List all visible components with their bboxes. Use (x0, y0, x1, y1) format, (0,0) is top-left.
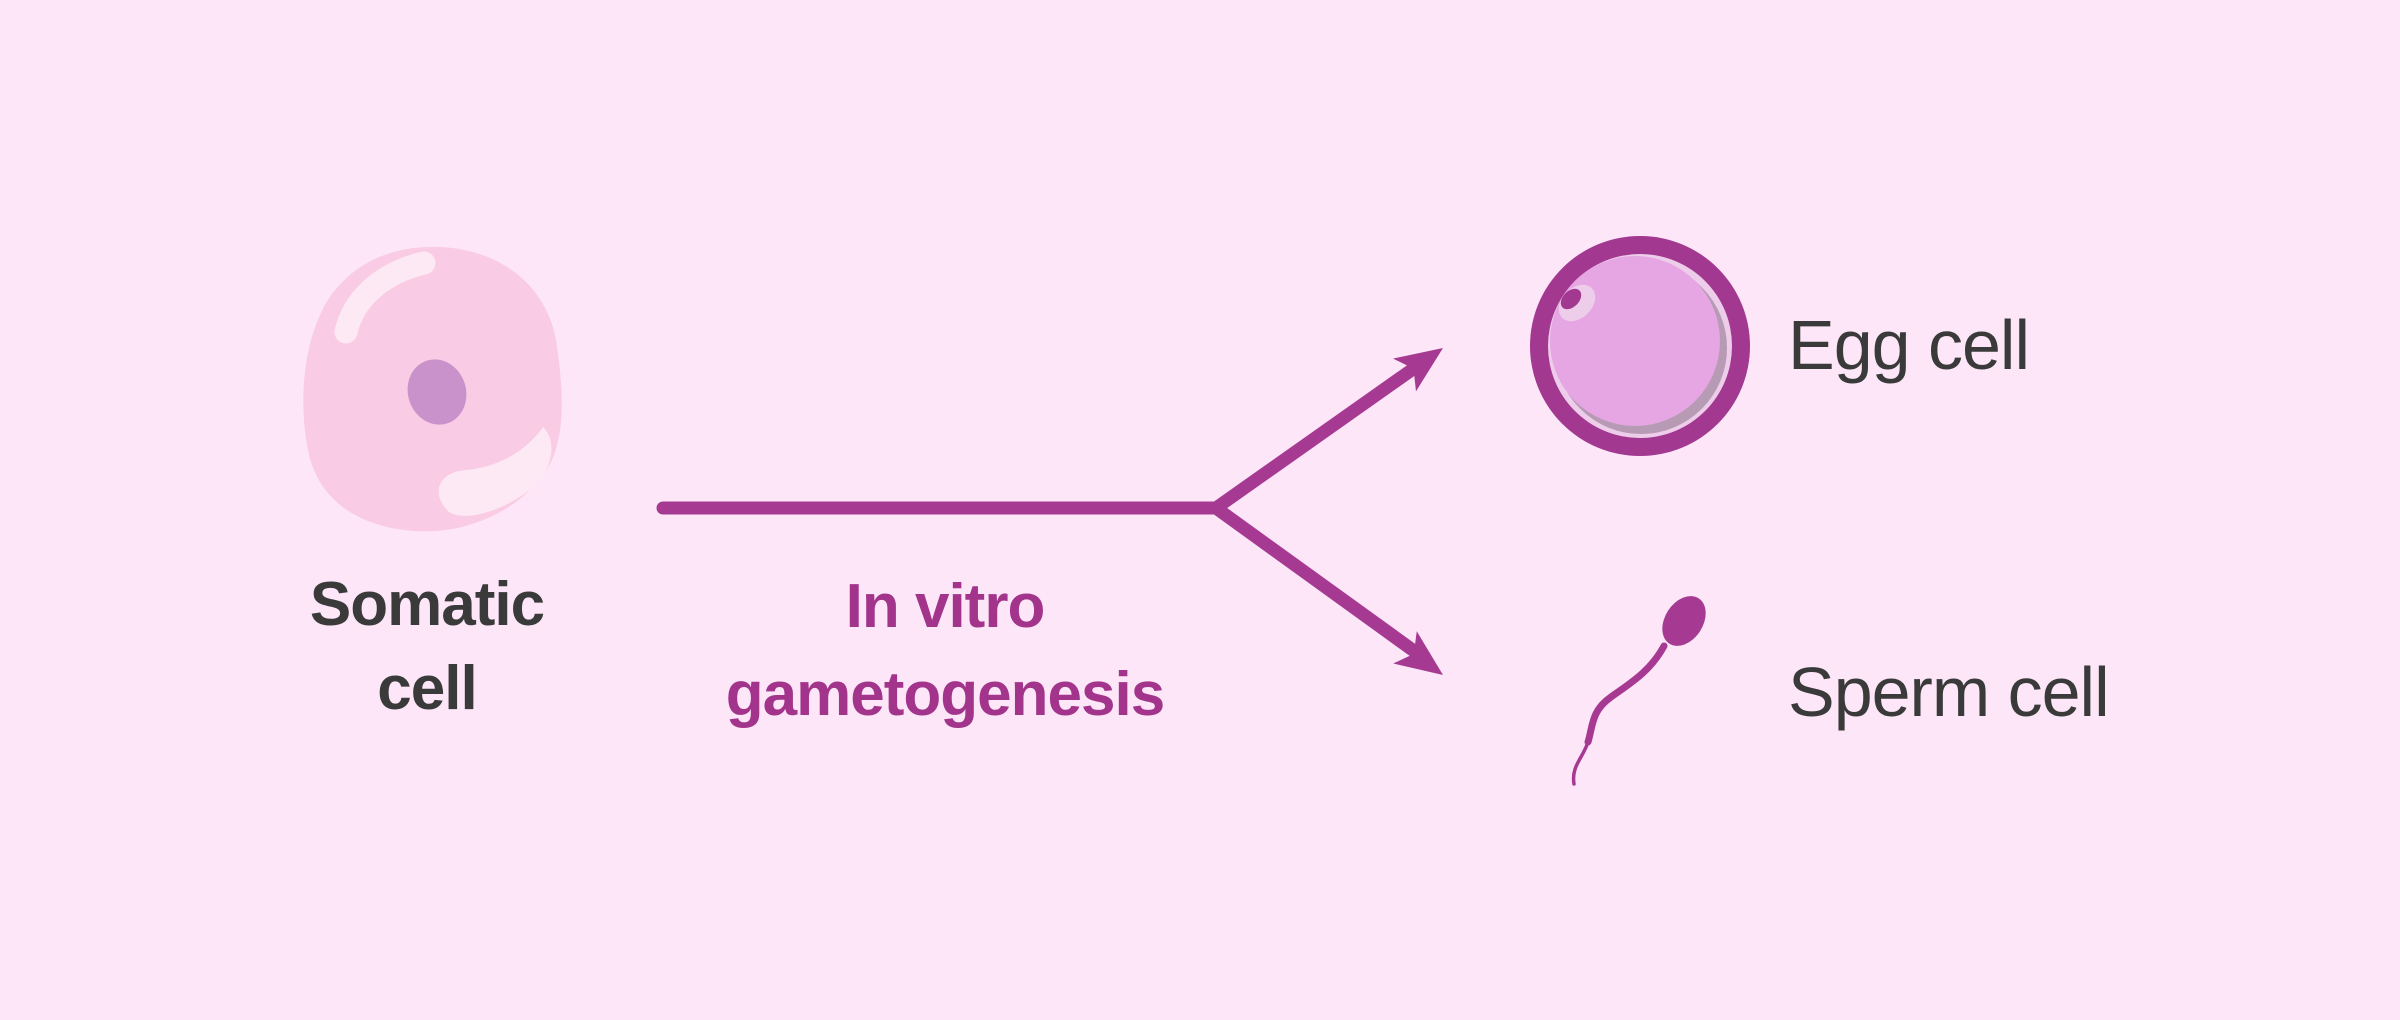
sperm-tail (1584, 642, 1668, 746)
sperm-head (1662, 596, 1706, 646)
somatic-cell-highlight-top (334, 251, 436, 344)
somatic-cell-nucleus (407, 359, 467, 425)
sperm-tail-tip (1571, 740, 1590, 786)
egg-cell-illustration (1530, 236, 1750, 456)
process-label: In vitro gametogenesis (725, 572, 1165, 729)
arrowhead-egg (1393, 348, 1443, 392)
egg-cell-label: Egg cell (1788, 306, 2030, 384)
arrow-branches (1209, 362, 1421, 658)
egg-cytoplasm (1550, 256, 1720, 426)
somatic-cell-label: Somatic cell (309, 570, 545, 723)
ivg-fork-arrow (656, 348, 1443, 675)
sperm-cell-label: Sperm cell (1788, 653, 2110, 731)
egg-polar-body (1560, 288, 1582, 310)
arrowhead-sperm (1393, 631, 1443, 675)
somatic-cell-highlight-bottom (438, 427, 552, 516)
sperm-illustration (1571, 596, 1706, 786)
somatic-cell-illustration (303, 246, 562, 532)
